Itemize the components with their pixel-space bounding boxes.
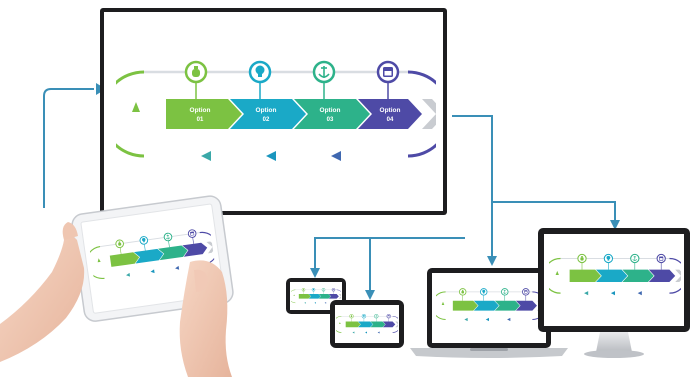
connector-lines <box>43 88 616 292</box>
option-3-label: Option <box>320 107 341 114</box>
monitor-slide <box>549 246 681 304</box>
desktop-monitor-device <box>538 228 690 358</box>
small-tablet-slide <box>336 310 398 338</box>
option-2-label: Option <box>256 107 277 114</box>
option-3-number: 03 <box>327 117 334 123</box>
option-4-number: 04 <box>387 117 394 123</box>
option-1-number: 01 <box>197 117 204 123</box>
small-tablet-device <box>330 300 404 348</box>
option-1-label: Option <box>190 107 211 114</box>
main-display: Option 01 Option 02 Option 03 Option 04 <box>100 8 447 215</box>
option-2-number: 02 <box>263 117 270 123</box>
laptop-slide <box>436 282 542 328</box>
main-display-slide: Option 01 Option 02 Option 03 Option 04 <box>116 42 436 182</box>
laptop-device <box>410 268 568 358</box>
right-hand <box>179 260 232 377</box>
left-hand <box>0 222 85 362</box>
option-4-label: Option <box>380 107 401 114</box>
